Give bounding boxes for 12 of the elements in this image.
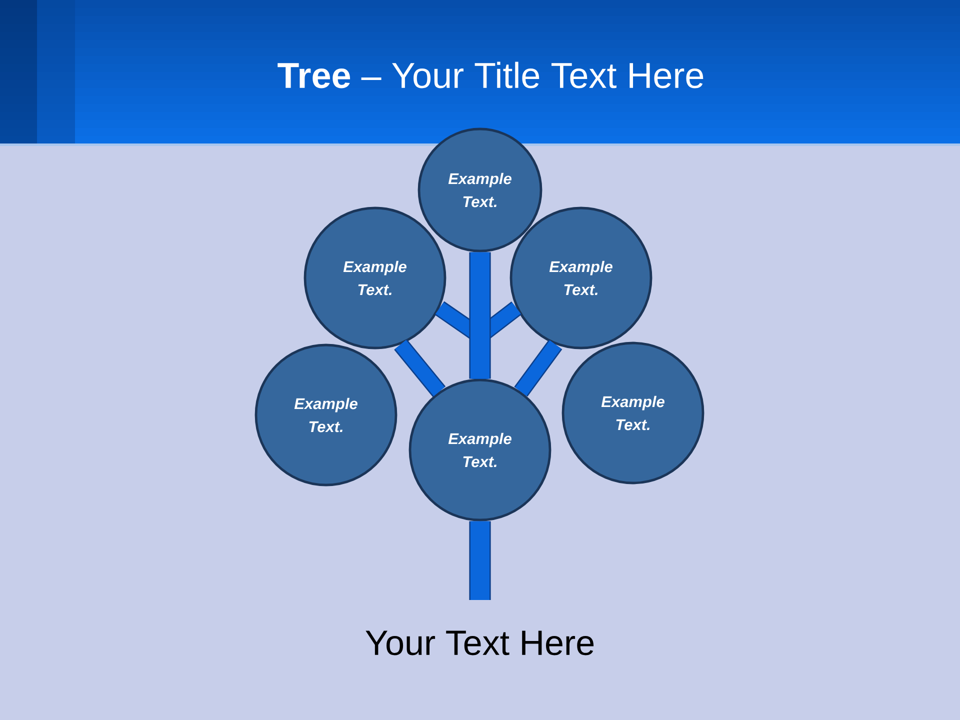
circle-node: Example Text. bbox=[562, 342, 704, 484]
tree-branch bbox=[394, 339, 446, 397]
circle-node: Example Text. bbox=[408, 378, 552, 522]
title: Tree – Your Title Text Here bbox=[278, 62, 704, 88]
caption-text: Your Text Here bbox=[366, 630, 594, 656]
tree-trunk bbox=[469, 252, 491, 379]
tree-branch bbox=[514, 340, 562, 397]
circle-node: Example Text. bbox=[418, 128, 542, 252]
tree-trunk bbox=[469, 521, 491, 600]
circle-node: Example Text. bbox=[304, 206, 446, 350]
circle-node: Example Text. bbox=[510, 206, 652, 350]
circle-node: Example Text. bbox=[254, 344, 398, 486]
